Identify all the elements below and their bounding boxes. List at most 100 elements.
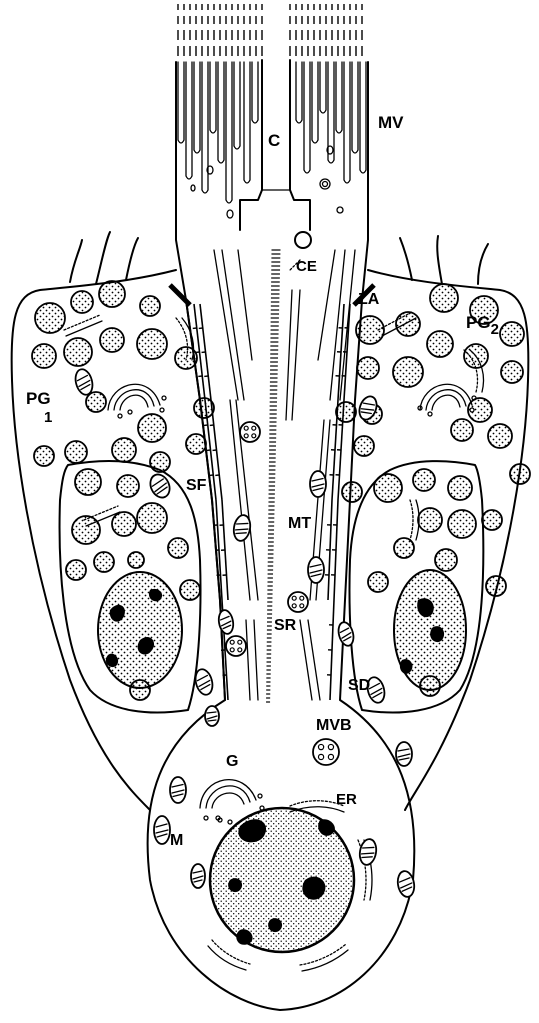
microvillus: [312, 62, 318, 143]
pigment-granule: [435, 549, 457, 571]
label-sf: SF: [186, 477, 207, 494]
microvillus: [244, 62, 250, 183]
pigment-granule: [130, 680, 150, 700]
pigment-granule: [448, 476, 472, 500]
pigment-granule: [99, 281, 125, 307]
microvillus: [178, 62, 184, 143]
pigment-granule: [194, 398, 214, 418]
label-mvb: MVB: [316, 717, 352, 734]
label-mv: MV: [378, 113, 404, 132]
microvillus: [360, 62, 366, 173]
mitochondrion-membrane: [217, 609, 235, 635]
pigment-granule: [75, 469, 101, 495]
pigment-granule: [128, 552, 144, 568]
pigment-granule: [168, 538, 188, 558]
pigment-granule: [430, 284, 458, 312]
microvillus: [320, 62, 326, 113]
microvillus: [226, 62, 232, 203]
microvillus: [296, 62, 302, 123]
pigment-granule: [100, 328, 124, 352]
pigment-granule: [112, 438, 136, 462]
left-zonula-adherens: [170, 285, 190, 305]
microvillus: [336, 62, 342, 133]
pigment-granule: [65, 441, 87, 463]
pigment-granule: [357, 357, 379, 379]
pigment-granule: [336, 402, 356, 422]
label-g: G: [226, 753, 238, 770]
microvillus: [344, 62, 350, 183]
pigment-granule: [117, 475, 139, 497]
label-mt: MT: [288, 515, 311, 532]
label-pg1-sub: 1: [44, 409, 52, 426]
mvb-outline: [226, 636, 246, 656]
pigment-granule: [488, 424, 512, 448]
microvillus: [352, 62, 358, 153]
microvilli-top-fringe: [178, 4, 362, 56]
pigment-granule: [393, 357, 423, 387]
label-pg1: PG: [26, 389, 51, 408]
mitochondrion: [191, 864, 205, 888]
microvillus: [186, 62, 192, 179]
label-er: ER: [336, 791, 357, 808]
mvb-outline: [240, 422, 260, 442]
central-nucleus: [210, 808, 354, 952]
pigment-granule: [374, 474, 402, 502]
microvillus: [252, 62, 258, 123]
pigment-granule: [86, 392, 106, 412]
pigment-granule: [451, 419, 473, 441]
pigment-granule: [500, 322, 524, 346]
mitochondrion: [205, 706, 219, 726]
mitochondrion-membrane: [336, 621, 356, 648]
pigment-granule: [66, 560, 86, 580]
pigment-granule: [394, 538, 414, 558]
mitochondrion: [336, 621, 356, 648]
pigment-granule: [354, 436, 374, 456]
mitochondrion: [358, 838, 378, 866]
microvillus: [194, 62, 200, 153]
label-sd: SD: [348, 677, 370, 694]
pigment-granule: [342, 482, 362, 502]
mitochondrion: [217, 609, 235, 635]
centriole: [295, 232, 311, 248]
mitochondrion: [396, 742, 412, 766]
mitochondrion: [232, 514, 252, 542]
pigment-granule: [448, 510, 476, 538]
label-c: C: [268, 131, 280, 150]
left-nucleus: [98, 572, 182, 688]
mvb-outline: [288, 592, 308, 612]
mitochondrion-membrane: [232, 514, 252, 542]
pigment-granule: [427, 331, 453, 357]
pigment-granule: [418, 508, 442, 532]
microvillus: [202, 62, 208, 193]
pigment-granule: [420, 676, 440, 696]
pigment-granule: [94, 552, 114, 572]
label-za: ZA: [358, 291, 380, 308]
mvb-outline: [313, 739, 339, 765]
mitochondrion: [310, 471, 326, 497]
label-m: M: [170, 832, 183, 849]
microvillus: [234, 62, 240, 149]
pigment-granule: [501, 361, 523, 383]
microvillus: [210, 62, 216, 133]
microvillus: [218, 62, 224, 163]
label-sr: SR: [274, 617, 297, 634]
pigment-granule: [35, 303, 65, 333]
pigment-granule: [140, 296, 160, 316]
pigment-granule: [32, 344, 56, 368]
apical-vesicles: [191, 146, 343, 218]
pigment-granule: [468, 398, 492, 422]
pigment-granule: [72, 516, 100, 544]
pigment-granule: [71, 291, 93, 313]
pigment-granule: [137, 329, 167, 359]
mitochondrion-membrane: [358, 838, 378, 866]
pigment-granule: [34, 446, 54, 466]
mitochondrion: [170, 777, 186, 803]
pigment-granule: [486, 576, 506, 596]
pigment-granule: [138, 414, 166, 442]
microvillus: [304, 62, 310, 173]
pigment-granule: [150, 452, 170, 472]
mitochondrion: [308, 557, 324, 583]
striated-rootlet: [266, 250, 280, 702]
